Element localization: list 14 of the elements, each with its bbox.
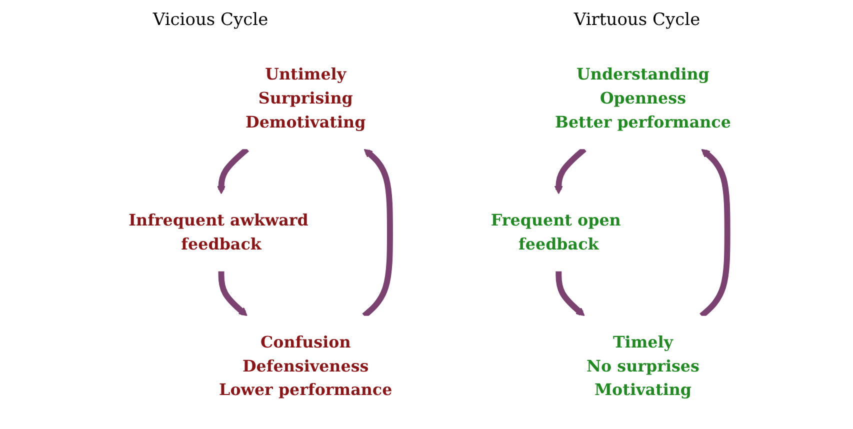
- arrow: [700, 148, 730, 318]
- arrow: [218, 271, 248, 316]
- arrow: [554, 146, 586, 194]
- node-text: Untimely Surprising Demotivating: [246, 64, 366, 132]
- cycle-title: Vicious Cycle: [152, 10, 268, 30]
- node-text: Timely No surprises Motivating: [586, 332, 700, 400]
- arrow: [216, 146, 250, 194]
- node-text: Understanding Openness Better performance: [555, 64, 731, 132]
- arrow: [556, 271, 585, 316]
- node-text: Infrequent awkward feedback: [128, 210, 308, 254]
- node-text: Confusion Defensiveness Lower performance: [219, 332, 392, 400]
- node-text: Frequent open feedback: [490, 210, 621, 254]
- cycle-title: Virtuous Cycle: [574, 10, 700, 30]
- arrow: [362, 148, 393, 318]
